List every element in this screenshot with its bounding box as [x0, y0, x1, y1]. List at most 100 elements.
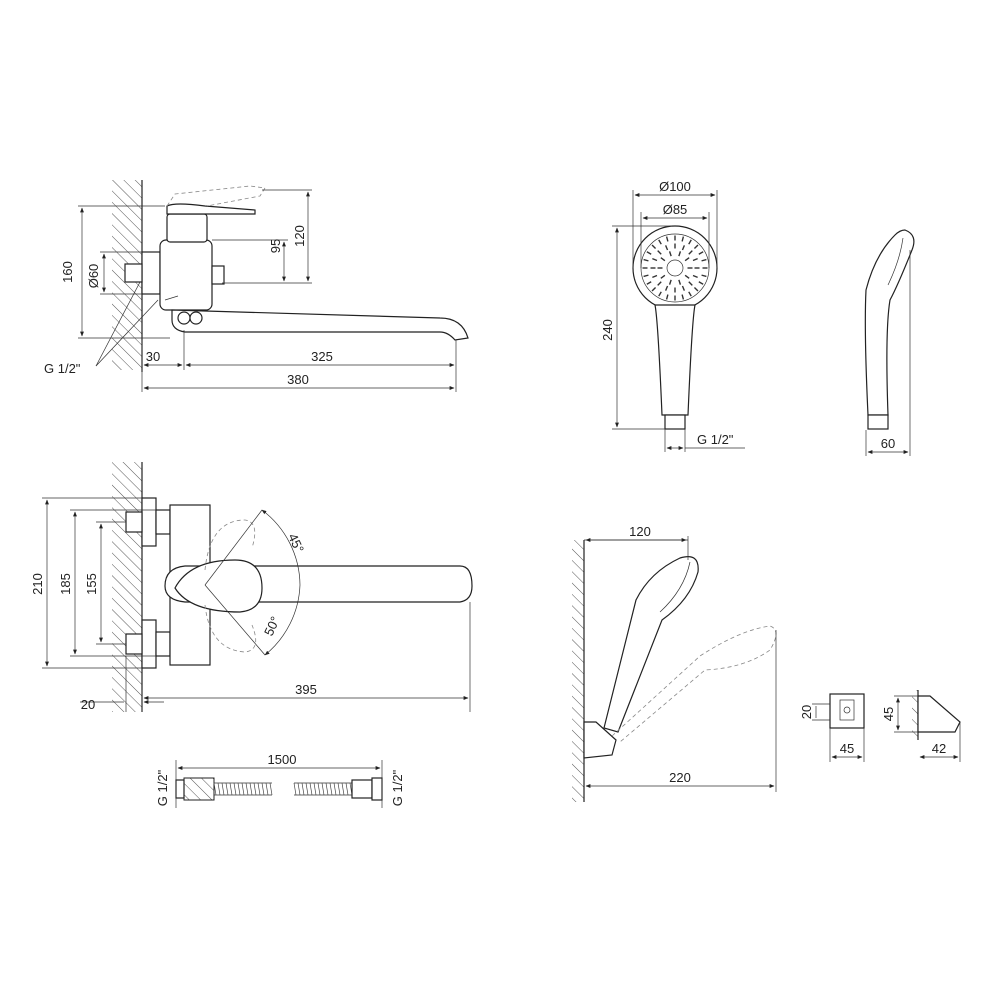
nozzle: [692, 257, 698, 262]
hose-ferrule-right: [351, 779, 373, 799]
wall-flange: [141, 251, 161, 295]
nozzle: [688, 239, 692, 245]
nozzle: [657, 250, 662, 255]
dim-220: 220: [669, 770, 691, 785]
lever-closed: [166, 203, 256, 215]
hose-braid: [213, 782, 273, 796]
hose-nut-left: [175, 779, 185, 799]
spout-swivel-2: [189, 311, 203, 325]
dim-60: 60: [881, 436, 895, 451]
nozzle: [658, 239, 662, 245]
dim-240: 240: [600, 319, 615, 341]
nozzle: [688, 291, 692, 297]
nozzle: [678, 251, 682, 257]
spout: [171, 309, 469, 341]
nozzle: [657, 281, 662, 286]
nut-bottom: [155, 631, 171, 657]
nozzle: [668, 279, 672, 285]
hand-shower-front-view: Ø100 Ø85 240 G 1/2": [600, 179, 745, 452]
nozzle: [681, 245, 686, 251]
nozzle: [646, 281, 652, 285]
thread-label-hose-left: G 1/2": [155, 769, 170, 806]
lever-down: [204, 604, 257, 653]
holder-front-body: [829, 693, 865, 729]
nozzle: [684, 274, 690, 279]
nozzle: [643, 258, 649, 262]
hose-pattern-left: [213, 782, 273, 796]
mixer-side-view: 160 Ø60 95 120 G 1/2" 30 325 380: [44, 180, 469, 392]
dim-185: 185: [58, 573, 73, 595]
nozzle: [688, 281, 693, 286]
thread-label-mixer: G 1/2": [44, 361, 81, 376]
shower-hose-view: 1500 G 1/2" G 1/2": [155, 752, 405, 808]
lever-up: [204, 519, 256, 571]
shower-handle: [654, 304, 696, 416]
dim-395: 395: [295, 682, 317, 697]
dim-45-holder-width: 45: [840, 741, 854, 756]
dim-325: 325: [311, 349, 333, 364]
dim-45-holder-height: 45: [881, 707, 896, 721]
diverter-knob: [211, 265, 225, 285]
thread-leader: [164, 295, 179, 301]
dim-dia-100: Ø100: [659, 179, 691, 194]
nozzle: [652, 274, 658, 279]
dim-20: 20: [81, 697, 95, 712]
nozzle: [651, 244, 657, 250]
leader-line: [95, 281, 141, 367]
shower-side-profile: [864, 229, 915, 416]
dim-380: 380: [287, 372, 309, 387]
nozzle: [681, 236, 685, 242]
dim-dia-60: Ø60: [86, 264, 101, 289]
mixer-front-view: 45° 50° 210 185 155 20 395: [30, 462, 473, 712]
side-thread: [867, 414, 889, 430]
nozzle: [701, 274, 707, 278]
spout-swivel: [177, 311, 191, 325]
nozzle: [660, 274, 666, 279]
lever-open: [166, 185, 266, 207]
nut-top: [155, 509, 171, 535]
dim-20-holder: 20: [799, 705, 814, 719]
shower-held: [603, 556, 699, 733]
holder-screw: [843, 706, 851, 714]
dim-dia-85: Ø85: [663, 202, 688, 217]
nozzle: [664, 245, 669, 251]
nozzle: [678, 279, 682, 285]
holder-bracket: [583, 721, 617, 759]
nozzle: [698, 281, 704, 285]
thread-label-hose-right: G 1/2": [390, 769, 405, 806]
dim-95: 95: [268, 239, 283, 253]
nozzle-ring: [642, 235, 708, 301]
nozzle: [660, 257, 666, 262]
leader-line: [95, 299, 159, 367]
thread-label-head: G 1/2": [697, 432, 734, 447]
shower-holder-assembly-view: 120 220: [572, 524, 777, 802]
hose-nut-right: [371, 777, 383, 801]
handle-thread: [664, 414, 686, 430]
wall-hatch-3: [572, 540, 584, 802]
nozzle: [684, 257, 690, 262]
nozzle: [643, 274, 649, 278]
nozzle: [688, 250, 693, 255]
dim-1500: 1500: [268, 752, 297, 767]
dim-120-holder: 120: [629, 524, 651, 539]
nozzle: [664, 285, 669, 291]
angle-50: 50°: [261, 614, 283, 638]
angle-ray: [204, 509, 263, 586]
holder-side-view: 45 42: [881, 690, 961, 762]
flange-bottom: [141, 619, 157, 669]
wall-hatch-2: [112, 462, 142, 712]
angle-ray: [204, 584, 266, 656]
stub-top: [125, 511, 143, 533]
wall-hatch-4: [912, 690, 918, 740]
holder-front-view: 20 45: [799, 693, 865, 762]
dim-120: 120: [292, 225, 307, 247]
nozzle: [665, 294, 669, 300]
nozzle: [701, 258, 707, 262]
nozzle: [652, 257, 658, 262]
angle-arc: [261, 509, 301, 586]
face-line: [659, 561, 691, 613]
nozzle: [651, 286, 657, 292]
holder-side-body: [917, 695, 961, 733]
dim-155: 155: [84, 573, 99, 595]
